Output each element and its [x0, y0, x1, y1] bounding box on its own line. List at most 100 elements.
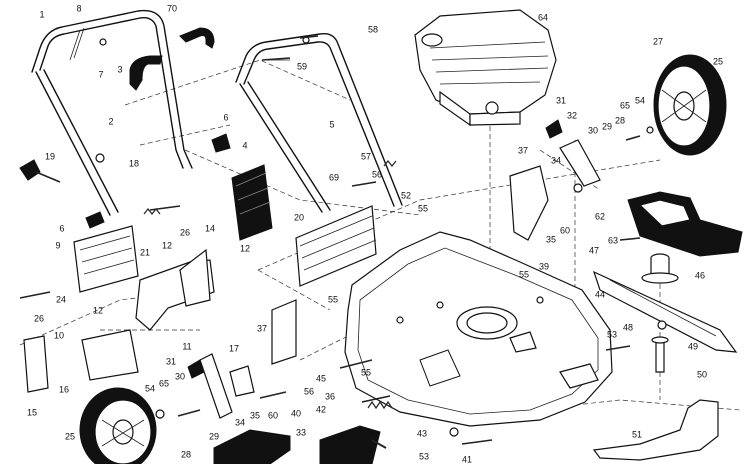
mower-blade: [592, 270, 738, 353]
part-callout: 17: [229, 343, 239, 353]
part-callout: 37: [518, 145, 528, 155]
mower-deck: [344, 231, 613, 427]
lower-handle: [31, 9, 193, 216]
part-callout: 60: [560, 225, 570, 235]
part-callout: 16: [59, 384, 69, 394]
part-callout: 40: [291, 408, 301, 418]
rear-discharge-chute: [627, 191, 743, 257]
part-callout: 12: [240, 243, 250, 253]
rear-right-wheel: [653, 54, 727, 156]
grass-bag-cover: [213, 425, 387, 464]
part-callout: 56: [372, 169, 382, 179]
part-callout: 59: [297, 61, 307, 71]
engine: [414, 9, 557, 127]
part-callout: 19: [45, 151, 55, 161]
part-callout: 24: [56, 294, 66, 304]
part-callout: 57: [361, 151, 371, 161]
part-callout: 58: [368, 24, 378, 34]
part-callout: 31: [166, 356, 176, 366]
part-callout: 65: [159, 378, 169, 388]
part-callout: 54: [635, 95, 645, 105]
part-callout: 48: [623, 322, 633, 332]
part-callout: 14: [205, 223, 215, 233]
part-callout: 34: [551, 155, 561, 165]
part-callout: 54: [145, 383, 155, 393]
part-callout: 55: [519, 269, 529, 279]
part-callout: 52: [401, 190, 411, 200]
part-callout: 15: [27, 407, 37, 417]
part-callout: 12: [162, 240, 172, 250]
part-callout: 18: [129, 158, 139, 168]
part-callout: 45: [316, 373, 326, 383]
part-callout: 41: [462, 454, 472, 464]
part-callout: 55: [328, 294, 338, 304]
part-callout: 42: [316, 404, 326, 414]
part-callout: 53: [607, 329, 617, 339]
part-callout: 47: [589, 245, 599, 255]
part-callout: 26: [180, 227, 190, 237]
part-callout: 26: [34, 313, 44, 323]
part-callout: 55: [361, 367, 371, 377]
part-callout: 25: [713, 56, 723, 66]
part-callout: 6: [59, 223, 64, 233]
part-callout: 64: [538, 12, 548, 22]
part-callout: 33: [296, 427, 306, 437]
blade-adapter: [641, 253, 679, 373]
part-callout: 9: [55, 240, 60, 250]
part-callout: 55: [418, 203, 428, 213]
part-callout: 25: [65, 431, 75, 441]
part-callout: 44: [595, 289, 605, 299]
part-callout: 28: [615, 115, 625, 125]
part-callout: 56: [304, 386, 314, 396]
part-callout: 27: [653, 36, 663, 46]
part-callout: 31: [556, 95, 566, 105]
part-callout: 50: [697, 369, 707, 379]
part-callout: 62: [595, 211, 605, 221]
part-callout: 60: [268, 410, 278, 420]
front-axle-plates: [23, 299, 297, 419]
part-callout: 7: [98, 69, 103, 79]
part-callout: 49: [688, 341, 698, 351]
part-callout: 30: [588, 125, 598, 135]
part-callout: 28: [181, 449, 191, 459]
part-callout: 21: [140, 247, 150, 257]
part-callout: 35: [546, 234, 556, 244]
part-callout: 70: [167, 3, 177, 13]
part-callout: 30: [175, 371, 185, 381]
part-callout: 34: [235, 417, 245, 427]
part-callout: 10: [54, 330, 64, 340]
part-callout: 12: [93, 305, 103, 315]
part-callout: 69: [329, 172, 339, 182]
height-adjuster-right: [509, 139, 601, 241]
part-callout: 29: [602, 121, 612, 131]
part-callout: 3: [117, 64, 122, 74]
height-adjuster-left: [135, 248, 215, 331]
part-callout: 8: [76, 3, 81, 13]
part-callout: 2: [108, 116, 113, 126]
part-callout: 39: [539, 261, 549, 271]
front-left-wheel: [79, 387, 157, 464]
part-callout: 1: [39, 9, 44, 19]
part-callout: 51: [632, 429, 642, 439]
upper-handle: [235, 33, 403, 213]
part-callout: 35: [250, 410, 260, 420]
part-callout: 29: [209, 431, 219, 441]
part-callout: 37: [257, 323, 267, 333]
part-callout: 4: [242, 140, 247, 150]
part-callout: 46: [695, 270, 705, 280]
hinge-bracket-center: [295, 205, 377, 287]
part-callout: 36: [325, 391, 335, 401]
part-callout: 63: [608, 235, 618, 245]
hardware-fasteners: [19, 27, 654, 445]
part-callout: 20: [294, 212, 304, 222]
part-callout: 32: [567, 110, 577, 120]
part-callout: 5: [329, 119, 334, 129]
mulch-plug: [592, 399, 719, 461]
part-callout: 53: [419, 451, 429, 461]
part-callout: 11: [182, 341, 191, 351]
part-callout: 6: [223, 112, 228, 122]
part-callout: 65: [620, 100, 630, 110]
part-callout: 43: [417, 428, 427, 438]
